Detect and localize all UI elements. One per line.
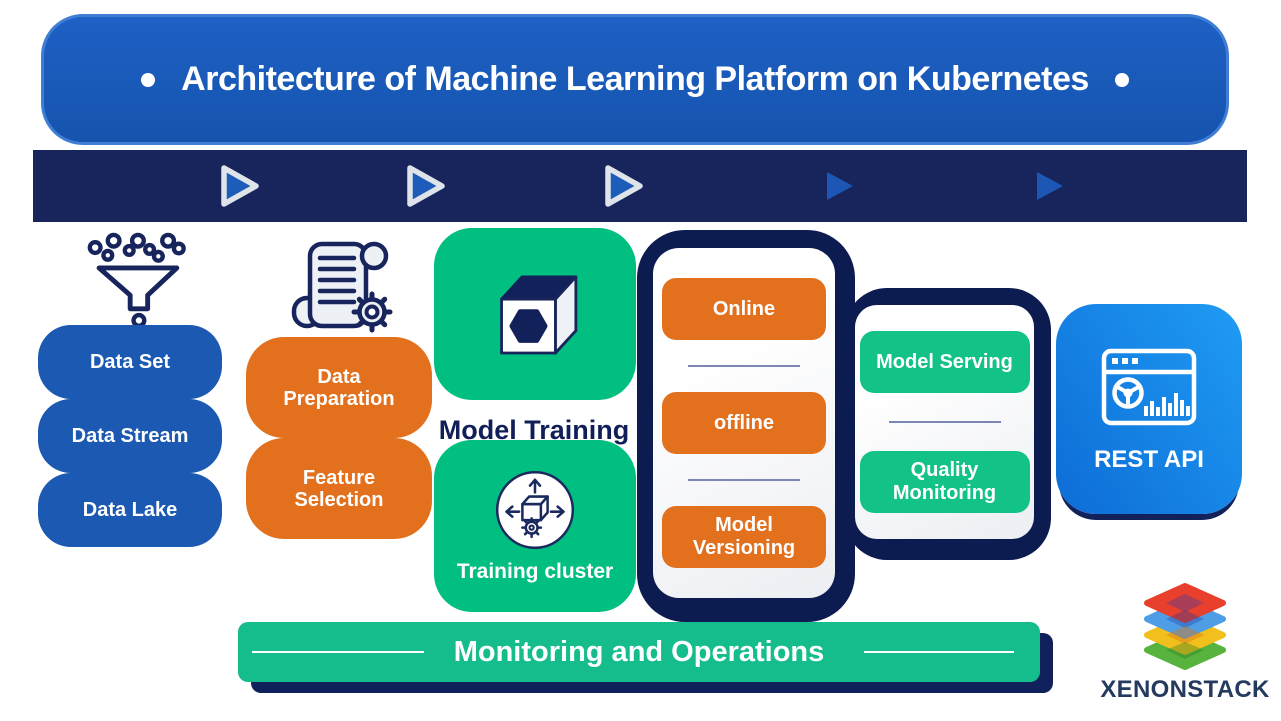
- title-banner: Architecture of Machine Learning Platfor…: [41, 14, 1229, 145]
- offline-node: offline: [662, 392, 826, 454]
- dashboard-browser-icon: [1099, 344, 1199, 430]
- model-serving-container: Model Serving Quality Monitoring: [845, 288, 1051, 560]
- online-node: Online: [662, 278, 826, 340]
- stacked-layers-logo-icon: [1137, 580, 1233, 674]
- brand-name: XENONSTACK: [1100, 676, 1270, 703]
- training-cluster-icon: [493, 468, 577, 552]
- data-source-node: Data Set: [38, 325, 222, 399]
- funnel-icon: [80, 231, 192, 336]
- model-serving-panel: Model Serving Quality Monitoring: [855, 305, 1034, 539]
- data-source-label: Data Lake: [82, 498, 178, 521]
- rest-api-card: REST API: [1056, 304, 1242, 514]
- model-serving-node: Model Serving: [859, 331, 1030, 393]
- data-sources-group: Data Set Data Stream Data Lake: [38, 325, 222, 547]
- flow-bar: [33, 150, 1247, 222]
- page-title: Architecture of Machine Learning Platfor…: [181, 60, 1089, 98]
- decorative-line: [864, 651, 1014, 653]
- monitoring-operations-bar: Monitoring and Operations: [238, 622, 1040, 682]
- data-preparation-label: Data Preparation: [283, 365, 395, 410]
- cube-icon: [483, 262, 587, 366]
- flow-arrow-outlined-icon: [603, 163, 645, 209]
- online-label: Online: [712, 297, 776, 320]
- xenonstack-brand: XENONSTACK: [1096, 580, 1274, 704]
- model-serving-label: Model Serving: [876, 350, 1013, 373]
- model-deployment-panel: Online offline Model Versioning: [653, 248, 835, 598]
- model-training-label: Model Training: [438, 415, 630, 445]
- panel-divider: [688, 365, 800, 367]
- training-cluster-box: Training cluster: [434, 440, 636, 612]
- training-cluster-label: Training cluster: [456, 560, 614, 583]
- data-preparation-group: Data Preparation Feature Selection: [246, 337, 432, 539]
- bullet-icon: [141, 72, 156, 87]
- model-versioning-label: Model Versioning: [692, 514, 796, 559]
- data-preparation-node: Feature Selection: [246, 438, 432, 539]
- offline-label: offline: [714, 411, 774, 434]
- data-source-node: Data Stream: [38, 399, 222, 473]
- data-source-label: Data Set: [89, 350, 171, 373]
- bullet-icon: [1114, 72, 1129, 87]
- panel-divider: [688, 479, 800, 481]
- decorative-line: [252, 651, 424, 653]
- data-source-label: Data Stream: [71, 424, 189, 447]
- data-preparation-node: Data Preparation: [246, 337, 432, 438]
- model-training-box: [434, 228, 636, 400]
- quality-monitoring-label: Quality Monitoring: [892, 459, 997, 504]
- data-preparation-label: Feature Selection: [294, 466, 384, 511]
- model-deployment-container: Online offline Model Versioning: [637, 230, 855, 622]
- quality-monitoring-node: Quality Monitoring: [859, 451, 1030, 513]
- rest-api-label: REST API: [1094, 446, 1204, 473]
- panel-divider: [888, 421, 1001, 423]
- model-versioning-node: Model Versioning: [662, 506, 826, 568]
- flow-arrow-outlined-icon: [405, 163, 447, 209]
- flow-arrow-outlined-icon: [219, 163, 261, 209]
- script-gear-icon: [286, 236, 402, 340]
- monitoring-operations-label: Monitoring and Operations: [453, 635, 825, 668]
- flow-arrow-solid-icon: [825, 170, 855, 202]
- data-source-node: Data Lake: [38, 473, 222, 547]
- flow-arrow-solid-icon: [1035, 170, 1065, 202]
